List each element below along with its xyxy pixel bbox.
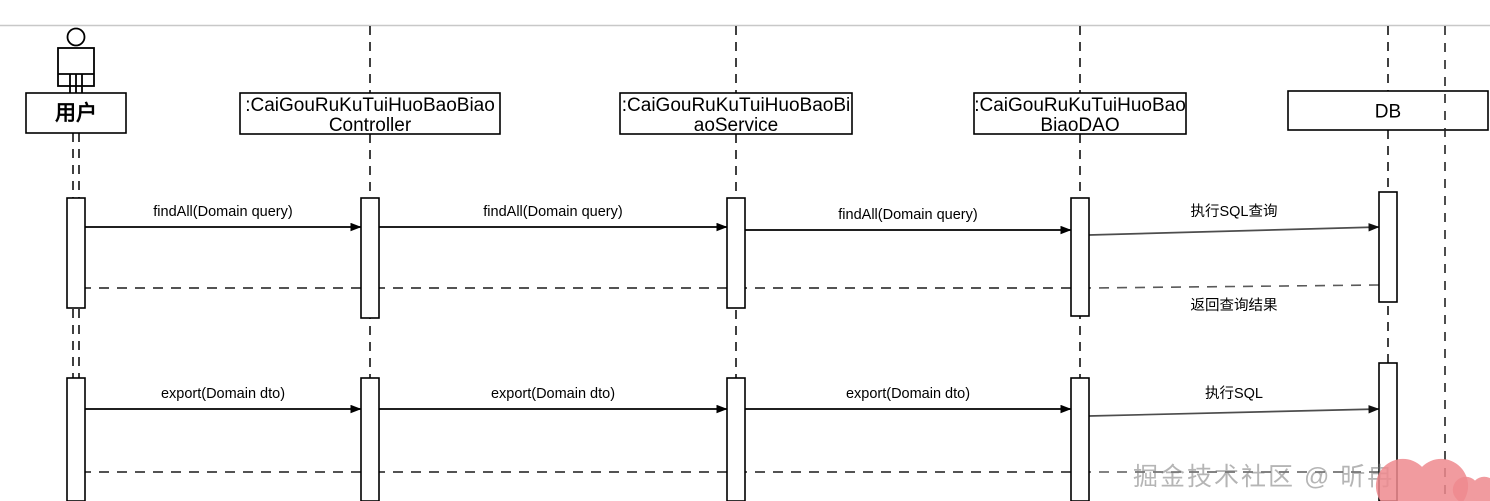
message-label-11: 执行SQL (1205, 385, 1263, 402)
message-label-9: export(Domain dto) (491, 386, 615, 402)
activation-bar-user-0 (66, 197, 86, 309)
lifeline-box-user[interactable] (25, 92, 127, 134)
message-1: findAll(Domain query) (379, 204, 728, 232)
call-line-dao-to-db (1088, 405, 1380, 417)
message-2: findAll(Domain query) (745, 207, 1072, 235)
return-line-db-to-dao (1088, 284, 1380, 289)
lifeline-label2-dao: BiaoDAO (1040, 115, 1119, 136)
message-3: 执行SQL查询 (1088, 203, 1380, 236)
lifeline-label2-service: aoService (694, 115, 779, 136)
lifeline-label-db: DB (1375, 102, 1401, 123)
lifeline-label-dao: :CaiGouRuKuTuiHuoBao (974, 95, 1186, 116)
actor-icon (57, 27, 95, 93)
activation-bar-user-5 (66, 377, 86, 501)
actor-head-icon (66, 27, 86, 47)
message-4: 返回查询结果 (1074, 278, 1380, 314)
message-13 (730, 462, 1071, 482)
message-11: 执行SQL (1088, 385, 1380, 417)
activation-bar-controller-6 (360, 377, 380, 501)
lifeline-box-service[interactable] (619, 92, 853, 135)
message-label-0: findAll(Domain query) (153, 204, 292, 220)
message-12 (1074, 462, 1379, 482)
lifeline-label-controller: :CaiGouRuKuTuiHuoBaoBiao (245, 95, 495, 116)
message-label-3: 执行SQL查询 (1190, 203, 1277, 220)
activation-bar-service-7 (726, 377, 746, 501)
activation-bar-dao-3 (1070, 197, 1090, 317)
message-10: export(Domain dto) (745, 386, 1072, 414)
lifeline-db: DB (1287, 26, 1489, 501)
lifeline-box-db[interactable] (1287, 90, 1489, 131)
lifeline-label-service: :CaiGouRuKuTuiHuoBaoBi (622, 95, 850, 116)
activation-bar-db-4 (1378, 191, 1398, 303)
message-9: export(Domain dto) (379, 386, 728, 414)
activation-bar-db-9 (1378, 362, 1398, 501)
message-5 (730, 278, 1071, 298)
message-7 (70, 278, 361, 298)
lifeline-user: 用户 (25, 27, 127, 501)
message-label-4: 返回查询结果 (1191, 297, 1278, 314)
messages-layer: findAll(Domain query) findAll(Domain quer… (70, 203, 1380, 482)
lifeline-box-controller[interactable] (239, 92, 501, 135)
message-label-8: export(Domain dto) (161, 386, 285, 402)
activation-bar-service-2 (726, 197, 746, 309)
activation-bar-dao-8 (1070, 377, 1090, 501)
call-line-dao-to-db (1088, 223, 1380, 236)
activation-bar-controller-1 (360, 197, 380, 319)
message-15 (70, 462, 361, 482)
message-14 (364, 462, 727, 482)
message-6 (364, 278, 727, 298)
message-label-10: export(Domain dto) (846, 386, 970, 402)
message-0: findAll(Domain query) (85, 204, 362, 232)
message-label-2: findAll(Domain query) (838, 207, 977, 223)
activations-layer (66, 191, 1398, 501)
lifeline-box-dao[interactable] (973, 92, 1187, 135)
lifeline-label2-controller: Controller (329, 115, 412, 136)
message-label-1: findAll(Domain query) (483, 204, 622, 220)
message-8: export(Domain dto) (85, 386, 362, 414)
lifeline-label-user: 用户 (55, 101, 97, 125)
